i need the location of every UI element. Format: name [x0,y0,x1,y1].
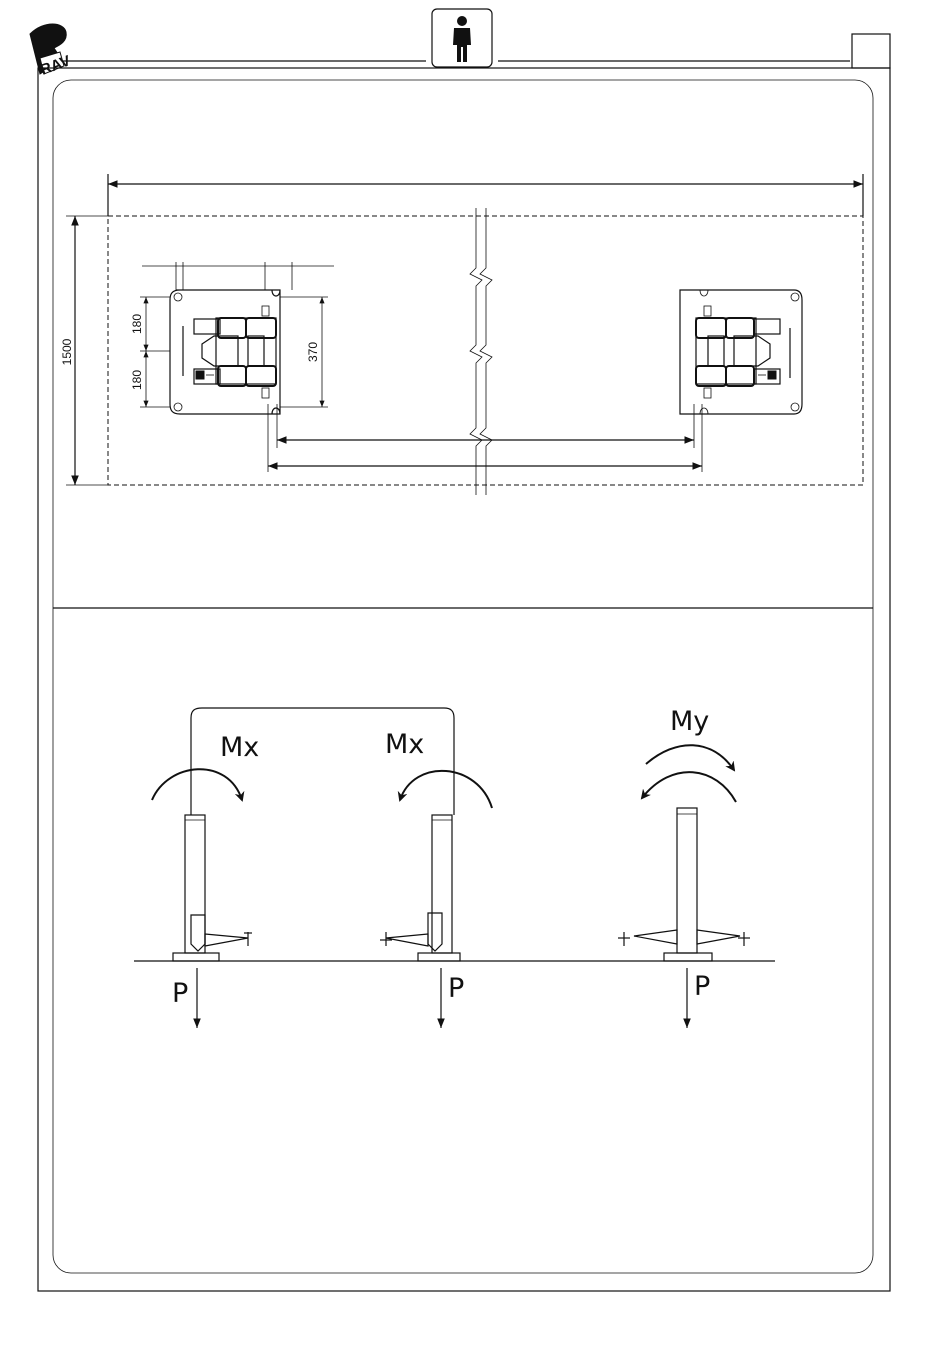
left-column-base [170,290,280,414]
moment-label-3: My [670,706,709,737]
moment-my-arrow-cw [646,745,734,770]
moment-label-2: Mx [385,729,424,760]
load-label-2: P [448,973,464,1004]
load-label-3: P [694,971,710,1002]
column-3: My P [618,706,750,1028]
dim-370-label: 370 [306,342,320,362]
moment-mx-arrow-2 [400,771,492,808]
page-number-box [852,34,890,68]
dim-180-top-label: 180 [130,314,144,334]
outer-frame [38,68,890,1291]
rav-logo: RAV [30,24,73,79]
moment-mx-arrow-1 [152,769,242,800]
column-2: Mx P [380,729,492,1028]
moment-my-arrow-ccw [642,772,736,802]
floor-area-outline [108,216,863,485]
inner-frame [53,80,873,1273]
moment-label-1: Mx [220,732,259,763]
break-line-right [480,208,492,495]
column-1: Mx P [152,732,259,1028]
depth-dimension-label: 1500 [60,338,74,365]
installation-plan: 1500 [60,174,863,495]
dim-180-bottom-label: 180 [130,370,144,390]
load-label-1: P [172,978,188,1009]
moment-diagram: Mx P Mx P [134,706,775,1028]
right-column-base [680,290,802,414]
